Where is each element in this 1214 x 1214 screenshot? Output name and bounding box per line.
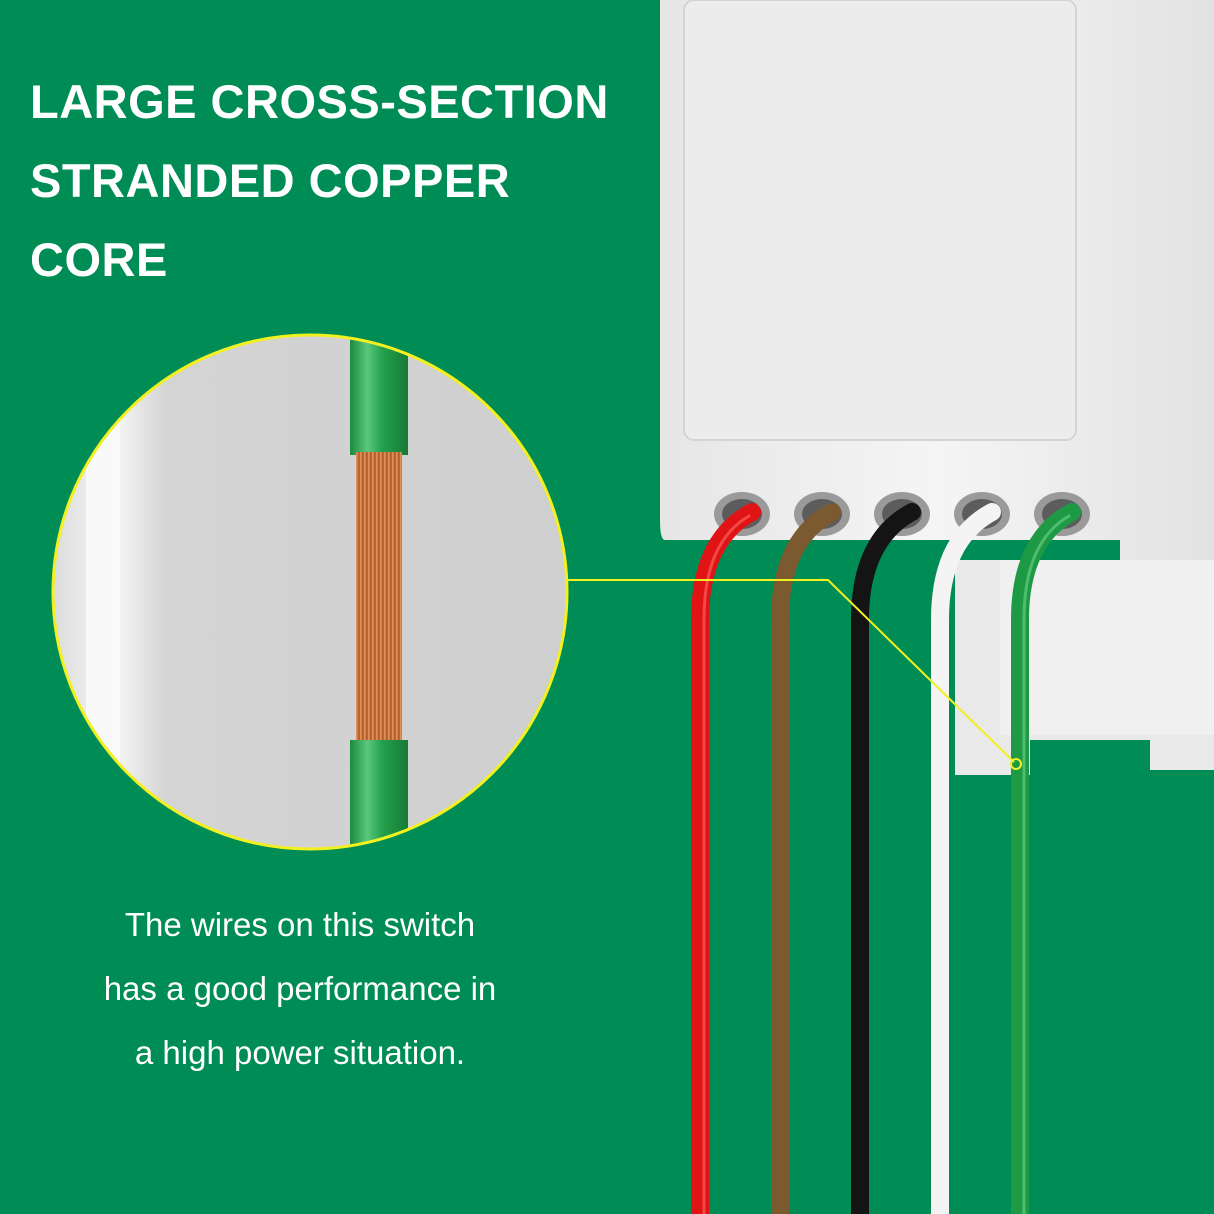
wires <box>691 503 1081 1214</box>
brown-wire <box>771 503 841 1214</box>
red-wire <box>691 503 761 1214</box>
caption-line-1: The wires on this switch <box>124 906 476 943</box>
green-wire <box>1011 503 1081 1214</box>
caption-line-3: a high power situation. <box>134 1034 466 1071</box>
magnified-wire-icon <box>51 333 569 851</box>
caption-line-2: has a good performance in <box>103 970 497 1007</box>
headline-line-2: STRANDED COPPER <box>30 154 511 207</box>
callout-line <box>568 579 1015 763</box>
headline-line-3: CORE <box>30 233 168 286</box>
white-wire <box>931 503 1001 1214</box>
headline-line-1: LARGE CROSS-SECTION <box>30 75 609 128</box>
caption: The wires on this switch has a good perf… <box>40 893 560 1085</box>
callout-dot <box>1010 758 1022 770</box>
headline: LARGE CROSS-SECTION STRANDED COPPER CORE <box>30 62 650 299</box>
black-wire <box>851 503 921 1214</box>
